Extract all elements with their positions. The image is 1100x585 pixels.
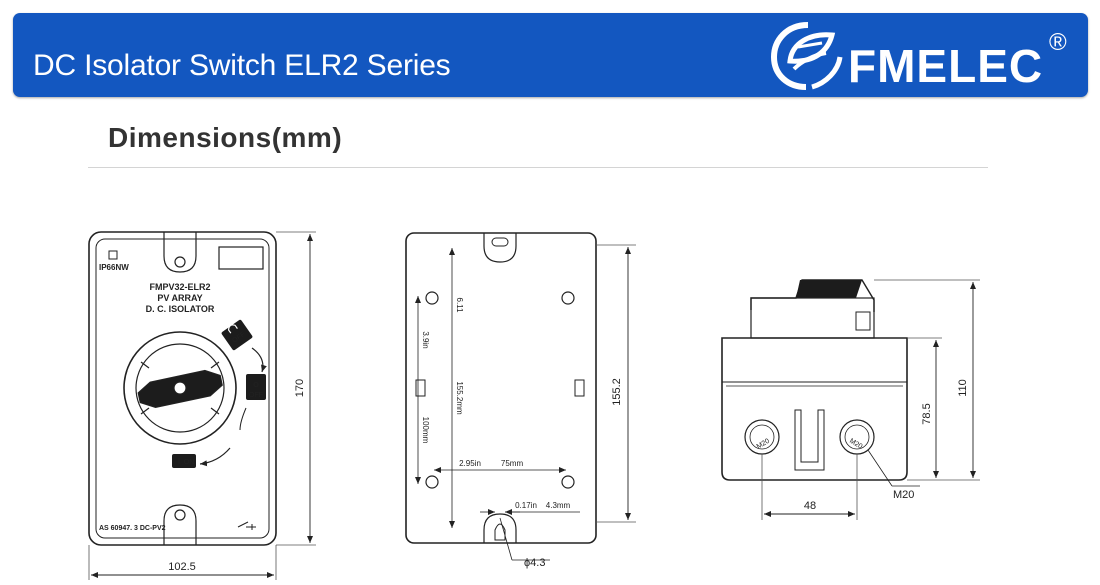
back-v-mid-label: 155.2mm	[455, 381, 464, 415]
back-h-in-label: 2.95in	[459, 459, 481, 468]
front-width-value: 102.5	[168, 561, 196, 573]
lock-icon	[227, 324, 238, 334]
knob-top-shape	[796, 280, 862, 298]
on-label: ON	[184, 459, 195, 466]
on-position-indicator: I ON	[172, 454, 196, 468]
gland-size-label: M20	[893, 489, 914, 501]
isolator-label: D. C. ISOLATOR	[146, 304, 215, 314]
back-slot-mm-label: 4.3mm	[546, 501, 571, 510]
section-divider	[88, 167, 988, 168]
side-notch-right	[574, 379, 585, 397]
knob-center-icon	[173, 381, 187, 395]
fmelec-logo-icon	[770, 22, 843, 90]
back-view: 3.9in 100mm 6.11 155.2mm 2.95in 75mm 0.1…	[405, 232, 636, 569]
brand-logo: FMELEC ®	[768, 17, 1078, 93]
back-v-in-label: 3.9in	[421, 331, 430, 348]
bottom-mount-tab	[163, 504, 197, 545]
mount-hole-top-left-icon	[425, 291, 439, 305]
top-slot-icon	[491, 237, 509, 247]
back-h-mm-label: 75mm	[501, 459, 524, 468]
front-body-outline	[88, 231, 277, 546]
center-boss	[794, 409, 825, 471]
off-symbol: O	[253, 382, 259, 389]
hole-leader-line	[499, 517, 513, 561]
back-body-outline	[405, 232, 597, 544]
off-label: OFF	[249, 392, 263, 399]
top-mount-tab	[163, 232, 197, 273]
side-view: M20 M20 110 78.5 48 M20	[721, 279, 980, 520]
gland-leader-line	[867, 449, 893, 487]
standard-label: AS 60947. 3 DC-PV2	[99, 525, 166, 532]
cable-gland-right: M20	[839, 419, 875, 455]
front-height-value: 170	[294, 379, 306, 397]
model-label: FMPV32-ELR2	[149, 282, 210, 292]
pv-array-label: PV ARRAY	[157, 293, 202, 303]
side-height-outer-value: 110	[957, 379, 969, 397]
mount-hole-bottom-left-icon	[425, 475, 439, 489]
hole-diameter-label: ϕ4.3	[524, 557, 545, 569]
mount-hole-bottom-right-icon	[561, 475, 575, 489]
rotary-knob	[123, 331, 237, 445]
bottom-keyhole	[483, 513, 517, 543]
ip-symbol-icon	[108, 250, 118, 260]
gland-spacing-value: 48	[804, 500, 816, 512]
back-v-top-label: 6.11	[455, 298, 464, 314]
side-notch-left	[415, 379, 426, 397]
off-position-indicator: O OFF	[246, 374, 266, 400]
back-v-low-label: 100mm	[421, 417, 430, 444]
label-window	[218, 246, 264, 270]
front-view: IP66NW FMPV32-ELR2 PV ARRAY D. C. ISOLAT…	[88, 231, 316, 580]
header-banner: DC Isolator Switch ELR2 Series FMELEC ®	[13, 13, 1088, 97]
switch-symbol-icon	[237, 521, 256, 530]
top-screw-icon	[174, 256, 186, 268]
top-keyhole	[483, 233, 517, 263]
bottom-screw-icon	[174, 509, 186, 521]
on-symbol: I	[178, 457, 180, 466]
page-title: DC Isolator Switch ELR2 Series	[33, 49, 451, 82]
ip-rating: IP66NW	[99, 263, 129, 272]
rotation-arrow-icon	[251, 347, 267, 373]
cable-gland-left: M20	[744, 419, 780, 455]
brand-name: FMELEC	[848, 40, 1044, 92]
mount-hole-top-right-icon	[561, 291, 575, 305]
off-lock-indicator: OFF	[221, 319, 253, 351]
section-title: Dimensions(mm)	[108, 122, 343, 153]
back-height-value: 155.2	[611, 378, 623, 406]
registered-mark: ®	[1049, 29, 1067, 56]
rotation-arrow-on-icon	[199, 447, 231, 467]
side-height-inner-value: 78.5	[921, 403, 933, 424]
front-inner-outline	[95, 238, 270, 539]
knob-tab	[855, 311, 871, 331]
bottom-slot-icon	[494, 523, 506, 541]
side-body-outline	[721, 337, 908, 481]
back-slot-in-label: 0.17in	[515, 501, 537, 510]
